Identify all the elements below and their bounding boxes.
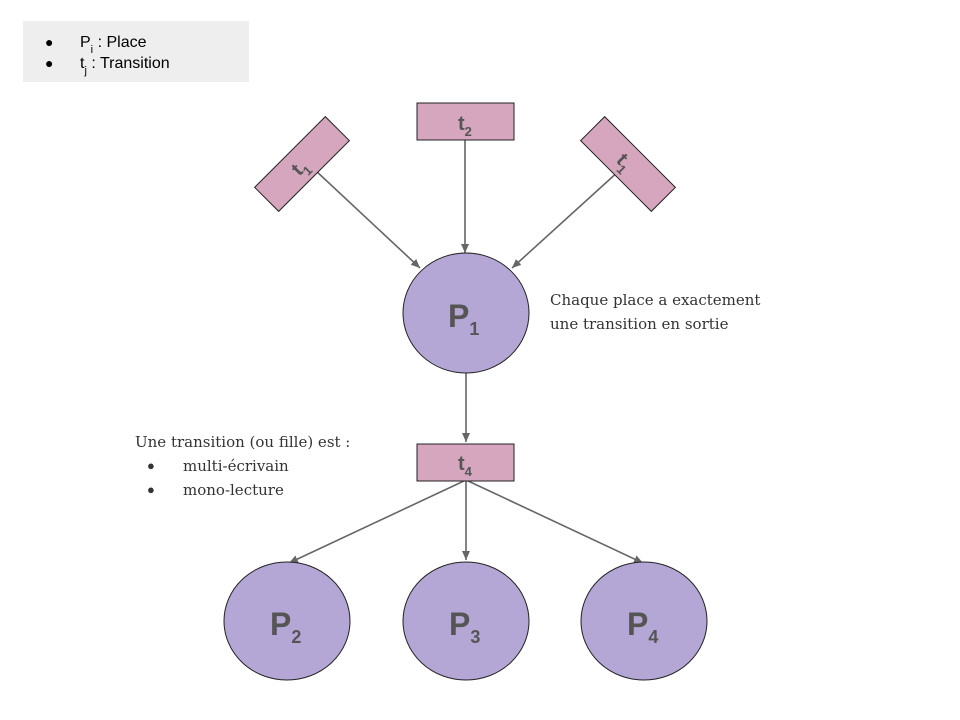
legend-box: ● Pi : Place ● tj : Transition (23, 21, 249, 82)
legend-transition-subscript: j (84, 65, 87, 77)
list-item: ● multi-écrivain (135, 454, 289, 478)
bullet-icon: ● (147, 482, 155, 497)
place-note-line-2: une transition en sortie (550, 315, 729, 333)
place-p3-label: P3 (449, 606, 480, 647)
transition-t1-right (579, 115, 677, 213)
list-item: ● mono-lecture (135, 478, 289, 502)
list-item-text: mono-lecture (183, 481, 284, 499)
arc-t4-to-p2 (288, 479, 467, 564)
place-p4-label: P4 (627, 606, 658, 647)
transition-note-title: Une transition (ou fille) est : (135, 433, 351, 451)
place-p1-label: P1 (448, 298, 479, 339)
legend-place-label: : Place (93, 34, 147, 51)
legend-transition-symbol: t (80, 55, 85, 72)
place-p2: P2 (223, 561, 351, 681)
transition-t2-label: t2 (458, 113, 472, 139)
place-p2-label: P2 (270, 606, 301, 647)
bullet-icon: ● (45, 55, 54, 71)
arc-t4-to-p4 (465, 479, 644, 564)
legend-transition-label: : Transition (86, 55, 170, 72)
transition-t4: t4 (416, 443, 515, 482)
place-note-line-1: Chaque place a exactement (550, 291, 761, 309)
transition-t4-label: t4 (458, 453, 473, 479)
place-p3: P3 (402, 561, 530, 681)
arc-t1-right-to-p1 (511, 169, 621, 269)
legend-place-subscript: i (90, 44, 94, 56)
legend-place-symbol: P (80, 34, 91, 51)
bullet-icon: ● (45, 34, 54, 50)
place-p1: P1 (402, 252, 530, 374)
list-item-text: multi-écrivain (183, 457, 289, 475)
transition-t1-left: t1 (253, 115, 351, 213)
place-p4: P4 (580, 561, 708, 681)
arc-t1-left-to-p1 (314, 169, 421, 269)
bullet-icon: ● (147, 458, 155, 473)
transition-t2: t2 (416, 102, 515, 141)
transition-note-list: ● multi-écrivain ● mono-lecture (135, 454, 289, 502)
place-note: Chaque place a exactement une transition… (550, 288, 760, 336)
